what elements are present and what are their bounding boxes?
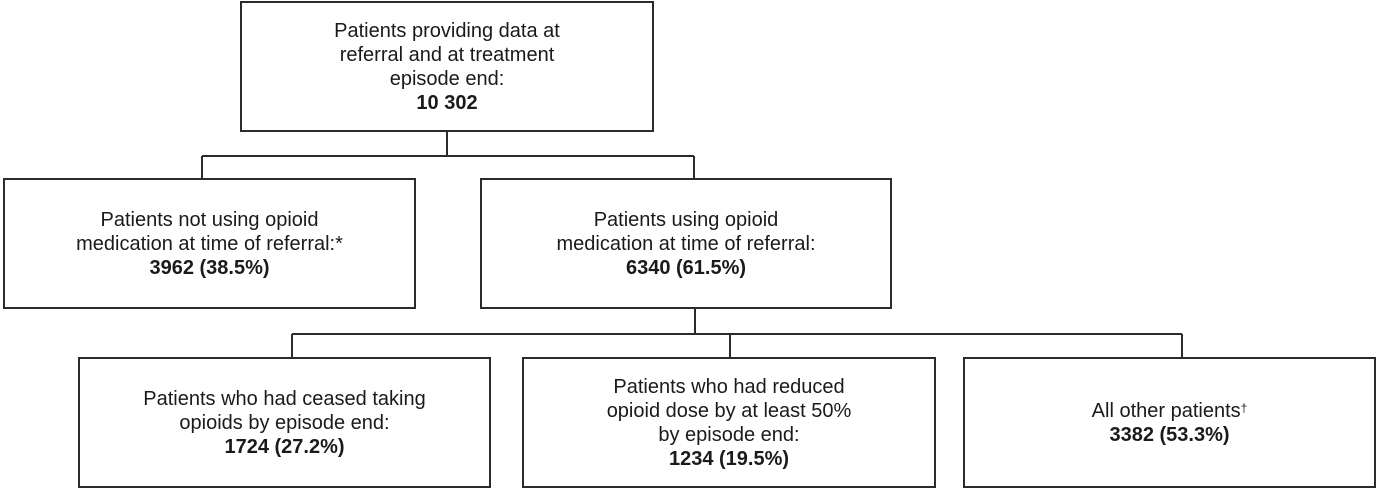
footnote-mark: † <box>1240 400 1248 415</box>
box-text-line: Patients using opioid <box>593 208 779 231</box>
box-total-patients: Patients providing data at referral and … <box>240 1 654 132</box>
box-not-using-opioids: Patients not using opioid medication at … <box>3 178 416 309</box>
box-count: 1724 (27.2%) <box>224 435 345 458</box>
box-text-line: medication at time of referral:* <box>76 232 343 255</box>
box-text-line: Patients who had ceased taking <box>143 387 426 410</box>
box-reduced-dose: Patients who had reduced opioid dose by … <box>522 357 936 488</box>
box-count: 1234 (19.5%) <box>668 447 790 470</box>
box-label: All other patients <box>1091 399 1241 422</box>
box-text-line: opioid dose by at least 50% <box>606 399 852 422</box>
box-text-line: All other patients† <box>1092 399 1248 423</box>
box-text-line: Patients not using opioid <box>100 208 319 231</box>
box-ceased-opioids: Patients who had ceased taking opioids b… <box>78 357 491 488</box>
box-using-opioids: Patients using opioid medication at time… <box>480 178 892 309</box>
box-count: 6340 (61.5%) <box>625 256 747 279</box>
box-count: 10 302 <box>416 91 478 114</box>
box-text-line: opioids by episode end: <box>179 411 390 434</box>
box-text-line: Patients who had reduced <box>613 375 845 398</box>
box-text-line: by episode end: <box>658 423 800 446</box>
box-count: 3382 (53.3%) <box>1109 423 1230 446</box>
box-text-line: referral and at treatment <box>339 43 555 66</box>
box-text-line: episode end: <box>389 67 505 90</box>
box-all-other-patients: All other patients† 3382 (53.3%) <box>963 357 1376 488</box>
box-text-line: medication at time of referral: <box>556 232 816 255</box>
box-count: 3962 (38.5%) <box>149 256 270 279</box>
box-text-line: Patients providing data at <box>334 19 560 42</box>
